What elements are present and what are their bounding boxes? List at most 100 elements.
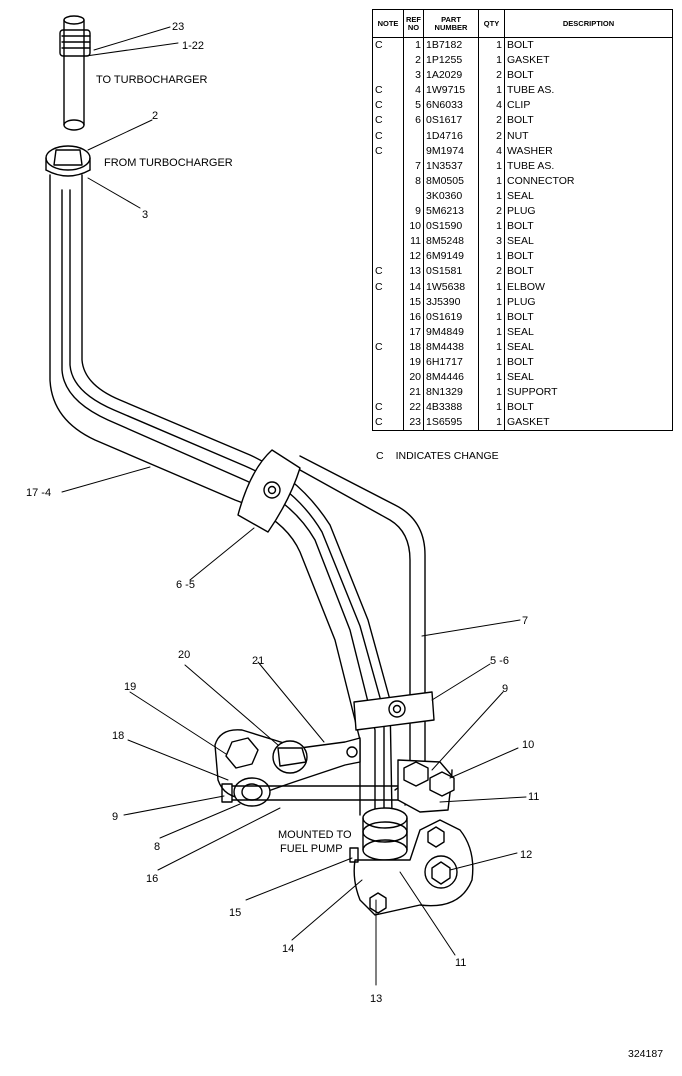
cell-ref: 3	[403, 68, 424, 84]
cell-part: 0S1581	[423, 264, 479, 280]
fuel-pump-mount	[349, 759, 474, 916]
header-ref: REF NO	[403, 9, 424, 38]
cell-ref: 14	[403, 279, 424, 295]
header-part-number: PART NUMBER	[423, 9, 479, 38]
cell-qty: 1	[478, 219, 505, 235]
cell-note: C	[372, 143, 404, 159]
cell-qty: 1	[478, 53, 505, 69]
cell-note	[372, 324, 404, 340]
parts-table-header: NOTE REF NO PART NUMBER QTY DESCRIPTION	[372, 9, 673, 38]
cell-desc: SEAL	[504, 234, 673, 250]
cell-qty: 1	[478, 309, 505, 325]
cell-part: 1S6595	[423, 415, 479, 432]
cell-note	[372, 173, 404, 189]
cell-ref: 6	[403, 113, 424, 129]
cell-part: 8M0505	[423, 173, 479, 189]
cell-qty: 1	[478, 173, 505, 189]
header-description: DESCRIPTION	[504, 9, 673, 38]
cell-desc: NUT	[504, 128, 673, 144]
cell-desc: BOLT	[504, 37, 673, 54]
cell-desc: BOLT	[504, 400, 673, 416]
cell-part: 1W5638	[423, 279, 479, 295]
cell-desc: CONNECTOR	[504, 173, 673, 189]
callout-12: 12	[520, 849, 532, 861]
cell-qty: 1	[478, 385, 505, 401]
cell-note	[372, 53, 404, 69]
cell-qty: 2	[478, 68, 505, 84]
cell-qty: 1	[478, 249, 505, 265]
cell-qty: 1	[478, 279, 505, 295]
cell-desc: SEAL	[504, 324, 673, 340]
callout-21: 21	[252, 655, 264, 667]
tube-assembly-7	[61, 189, 385, 816]
callout-3: 3	[142, 209, 148, 221]
cell-desc: BOLT	[504, 354, 673, 371]
cell-part: 0S1617	[423, 113, 479, 129]
cell-qty: 1	[478, 324, 505, 340]
cell-qty: 1	[478, 370, 505, 386]
cell-note	[372, 158, 404, 174]
callout-9-left: 9	[112, 811, 118, 823]
cell-part: 1W9715	[423, 83, 479, 99]
cell-desc: TUBE AS.	[504, 158, 673, 174]
cell-ref: 4	[403, 83, 424, 99]
cell-part: 1D4716	[423, 128, 479, 144]
callout-23: 23	[172, 21, 184, 33]
cell-ref: 1	[403, 37, 424, 54]
cell-desc: CLIP	[504, 98, 673, 114]
cell-qty: 1	[478, 354, 505, 371]
callout-9-right: 9	[502, 683, 508, 695]
cell-note: C	[372, 264, 404, 280]
cell-desc: GASKET	[504, 53, 673, 69]
cell-ref: 11	[403, 234, 424, 250]
callout-20: 20	[178, 649, 190, 661]
cell-ref	[403, 128, 424, 144]
cell-ref: 5	[403, 98, 424, 114]
callout-19: 19	[124, 681, 136, 693]
cell-desc: BOLT	[504, 264, 673, 280]
cell-note	[372, 249, 404, 265]
cell-qty: 1	[478, 339, 505, 355]
cell-ref: 17	[403, 324, 424, 340]
cell-part: 6N6033	[423, 98, 479, 114]
cell-part: 4B3388	[423, 400, 479, 416]
cell-note	[372, 219, 404, 235]
cell-ref: 22	[403, 400, 424, 416]
cell-part: 1A2029	[423, 68, 479, 84]
cell-qty: 2	[478, 128, 505, 144]
callout-17-4: 17 -4	[26, 487, 51, 499]
cell-desc: PLUG	[504, 294, 673, 310]
cell-note: C	[372, 279, 404, 295]
cell-part: 9M4849	[423, 324, 479, 340]
note-fuel-pump: FUEL PUMP	[280, 843, 343, 855]
cell-note	[372, 370, 404, 386]
cell-note	[372, 294, 404, 310]
callout-10: 10	[522, 739, 534, 751]
cell-qty: 2	[478, 264, 505, 280]
cell-ref: 20	[403, 370, 424, 386]
cell-part: 9M1974	[423, 143, 479, 159]
cell-desc: SEAL	[504, 188, 673, 205]
callout-leaders	[61, 26, 527, 986]
cell-part: 6H1717	[423, 354, 479, 371]
cell-desc: BOLT	[504, 219, 673, 235]
cell-qty: 1	[478, 415, 505, 432]
callout-18: 18	[112, 730, 124, 742]
tube-clip-lower	[353, 691, 435, 731]
cell-part: 1P1255	[423, 53, 479, 69]
cell-qty: 1	[478, 83, 505, 99]
cell-ref: 12	[403, 249, 424, 265]
callout-7: 7	[522, 615, 528, 627]
cell-ref: 23	[403, 415, 424, 432]
